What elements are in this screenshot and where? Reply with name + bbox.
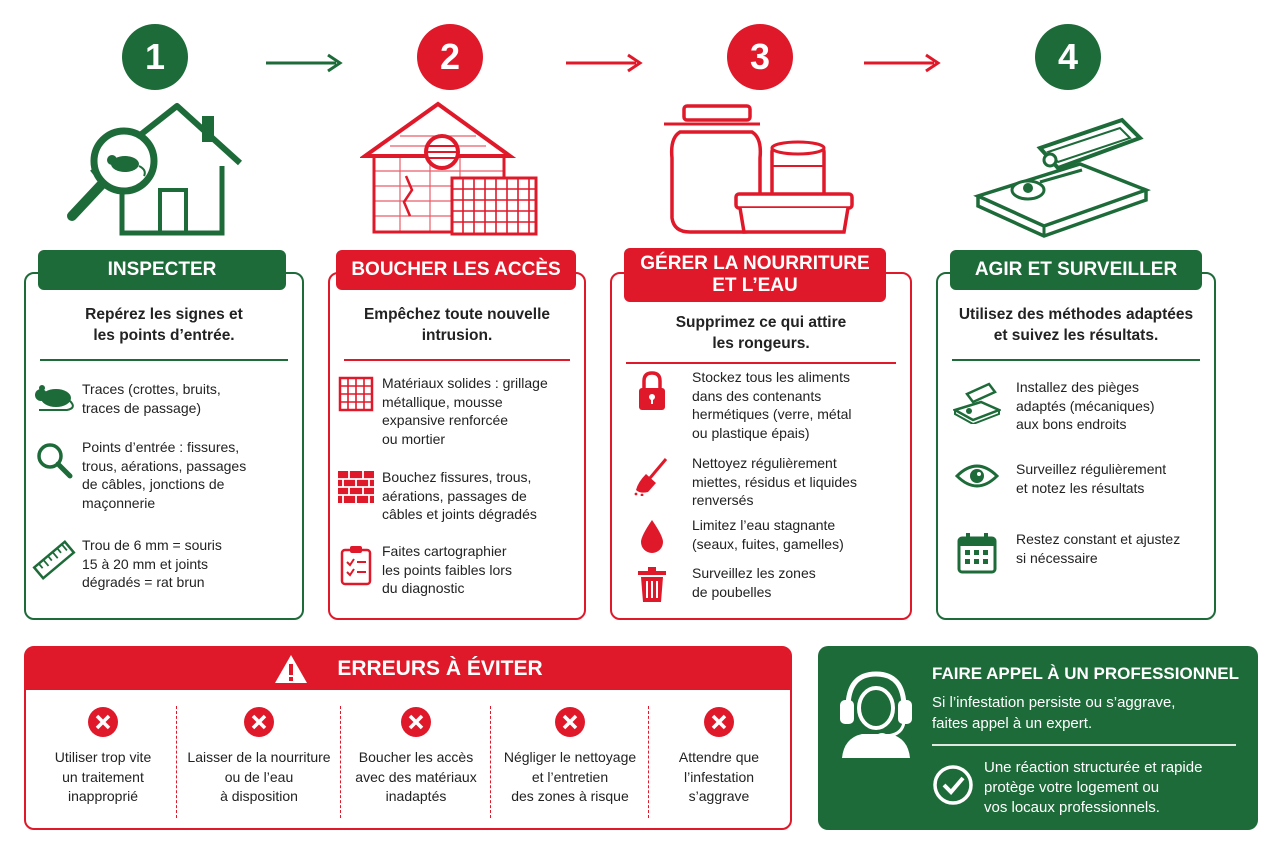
cross-circle-icon	[244, 707, 274, 737]
card-title-inspecter: INSPECTER	[38, 250, 286, 290]
check-circle-icon	[933, 765, 973, 805]
food-containers-icon	[664, 104, 854, 234]
warning-icon	[275, 655, 308, 683]
cross-circle-icon	[555, 707, 585, 737]
divider	[176, 706, 177, 818]
list-item: Traces (crottes, bruits,traces de passag…	[26, 380, 302, 417]
rat-icon	[35, 385, 74, 411]
professional-text: Si l’infestation persiste ou s’aggrave,f…	[932, 694, 1176, 732]
list-item: Bouchez fissures, trous,aérations, passa…	[330, 468, 584, 524]
divider	[626, 362, 896, 364]
divider	[340, 706, 341, 818]
cross-circle-icon	[88, 707, 118, 737]
clipboard-icon	[340, 546, 372, 586]
arrow-right-icon	[864, 53, 941, 73]
trap-icon	[953, 382, 1001, 424]
errors-header: ERREURS À ÉVITER	[26, 648, 790, 690]
mesh-icon	[338, 376, 374, 412]
step-number-3: 3	[727, 24, 793, 90]
padlock-icon	[639, 371, 665, 410]
list-item: Limitez l’eau stagnante(seaux, fuites, g…	[612, 516, 910, 554]
errors-title: ERREURS À ÉVITER	[337, 657, 543, 680]
eye-icon	[955, 464, 999, 488]
step-number-4: 4	[1035, 24, 1101, 90]
professional-panel: FAIRE APPEL À UN PROFESSIONNEL Si l’infe…	[818, 646, 1258, 830]
step-number-1: 1	[122, 24, 188, 90]
headset-support-icon	[840, 671, 912, 758]
house-inspection-icon	[67, 103, 243, 236]
calendar-icon	[957, 533, 997, 574]
step-number-2: 2	[417, 24, 483, 90]
divider	[952, 359, 1200, 361]
cross-circle-icon	[401, 707, 431, 737]
card-title-boucher-acces: BOUCHER LES ACCÈS	[336, 250, 576, 290]
divider	[932, 744, 1236, 746]
brick-house-mesh-icon	[360, 101, 538, 236]
ruler-icon	[32, 540, 76, 580]
mouse-trap-icon	[973, 117, 1152, 238]
trash-bin-icon	[638, 567, 666, 602]
list-item: Points d’entrée : fissures,trous, aérati…	[26, 438, 302, 512]
divider	[40, 359, 288, 361]
cross-circle-icon	[704, 707, 734, 737]
divider	[648, 706, 649, 818]
divider	[344, 359, 570, 361]
broom-icon	[634, 458, 668, 496]
divider	[490, 706, 491, 818]
card-title-agir-surveiller: AGIR ET SURVEILLER	[950, 250, 1202, 290]
brick-wall-icon	[338, 471, 374, 503]
arrow-right-icon	[566, 53, 643, 73]
water-drop-icon	[641, 520, 663, 553]
professional-title: FAIRE APPEL À UN PROFESSIONNEL	[932, 664, 1239, 683]
arrow-right-icon	[266, 53, 343, 73]
magnifier-icon	[37, 443, 73, 479]
